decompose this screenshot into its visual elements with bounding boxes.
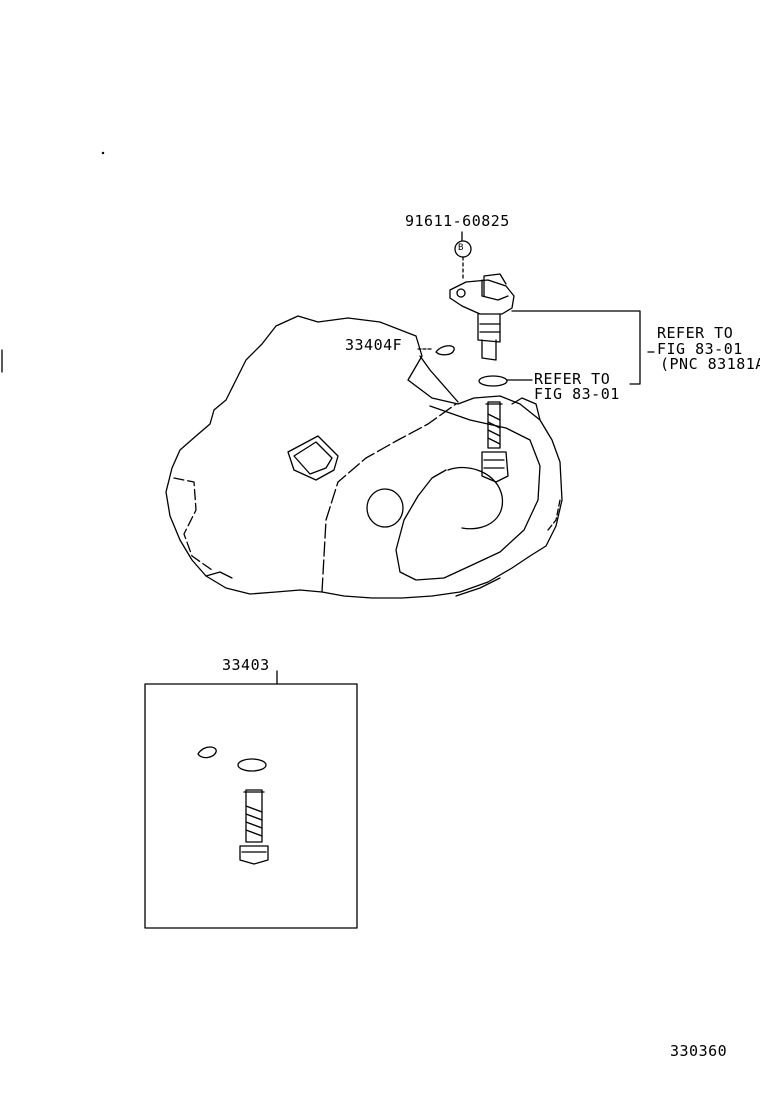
edge-dot <box>101 151 105 155</box>
driven-gear <box>481 401 509 483</box>
o-ring-refer-line2: FIG 83-01 <box>534 385 620 403</box>
speed-sensor <box>449 273 515 361</box>
sensor-refer-bracket <box>511 310 641 385</box>
kit-driven-gear <box>239 789 269 865</box>
kit-clip <box>197 746 217 759</box>
figure-number: 330360 <box>670 1042 728 1060</box>
kit-part-number: 33403 <box>222 656 270 674</box>
kit-box <box>144 683 358 929</box>
bolt-marker-letter: B <box>458 243 464 253</box>
sensor-refer-line3: (PNC 83181A <box>660 355 760 373</box>
o-ring-refer-line1: REFER TO <box>534 370 611 388</box>
clip <box>435 345 455 356</box>
o-ring <box>478 375 508 387</box>
sensor-bolt-part-number: 91611-60825 <box>405 212 510 230</box>
sensor-refer-line1: REFER TO <box>657 324 734 342</box>
transaxle-housing <box>165 315 563 599</box>
sensor-refer-line2: FIG 83-01 <box>657 340 743 358</box>
kit-o-ring <box>237 758 267 772</box>
clip-part-number: 33404F <box>345 336 403 354</box>
